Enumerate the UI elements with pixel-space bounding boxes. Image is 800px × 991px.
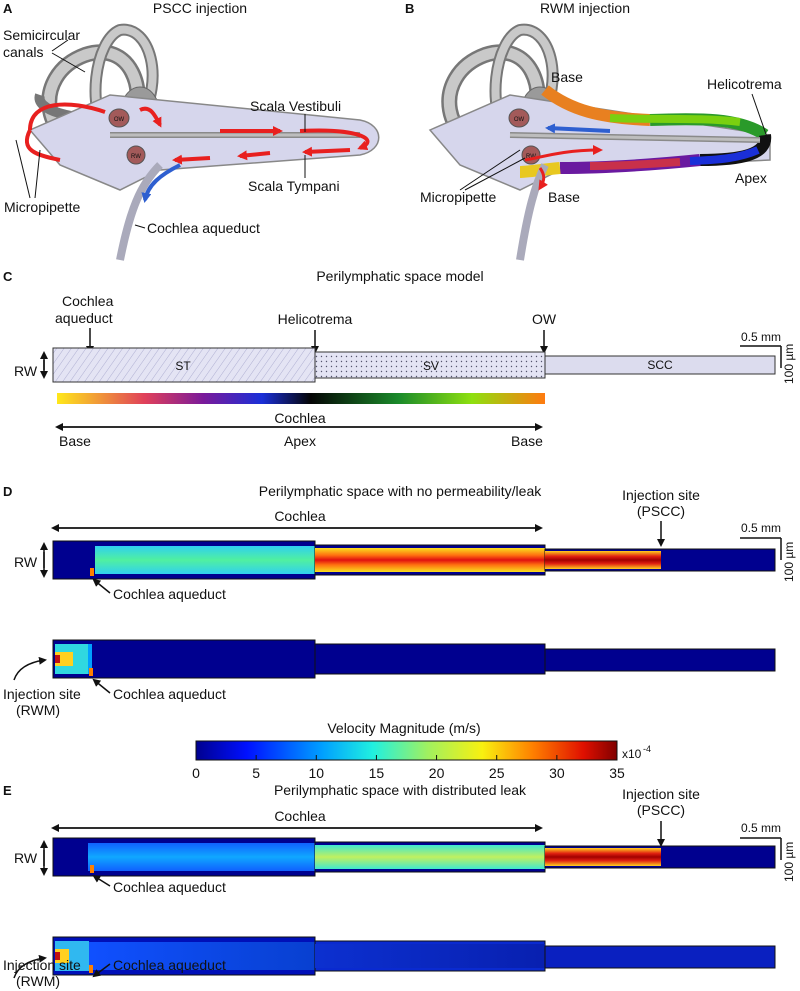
ow-label-a: OW xyxy=(114,117,125,123)
colorbar-title: Velocity Magnitude (m/s) xyxy=(327,720,480,736)
colorbar-tick-label: 35 xyxy=(609,765,625,781)
panel-d: D Perilymphatic space with no permeabili… xyxy=(3,483,796,718)
rw-label-c: RW xyxy=(14,363,38,379)
rw-label-b: RW xyxy=(526,154,536,160)
st-compartment xyxy=(52,347,316,383)
cochlea-aqueduct-label-e-top: Cochlea aqueduct xyxy=(113,879,226,895)
colorbar-tick-label: 30 xyxy=(549,765,565,781)
cochlea-aqueduct-label-d-top: Cochlea aqueduct xyxy=(113,586,226,602)
scala-vestibuli-label: Scala Vestibuli xyxy=(250,98,341,114)
micropipette-label-a: Micropipette xyxy=(4,199,80,215)
panel-e-title: Perilymphatic space with distributed lea… xyxy=(274,782,527,798)
helicotrema-label-b: Helicotrema xyxy=(707,76,782,92)
cochlea-colored-duct xyxy=(519,85,772,178)
injection-rwm-label-d-1: Injection site xyxy=(3,686,81,702)
injection-pscc-label-d-1: Injection site xyxy=(622,487,700,503)
cochlea-aqueduct-label-c-1: Cochlea xyxy=(62,293,114,309)
ow-label-c: OW xyxy=(532,311,557,327)
cochlea-aqueduct-label-c-2: aqueduct xyxy=(55,310,113,326)
scale-mm-label-e: 0.5 mm xyxy=(741,821,781,835)
injection-rwm-label-d-2: (RWM) xyxy=(16,702,60,718)
inner-ear-illustration-b: OW RW xyxy=(428,23,772,261)
velocity-field-d-rwm xyxy=(52,639,776,679)
injection-pscc-label-e-2: (PSCC) xyxy=(637,802,685,818)
micropipette-label-b: Micropipette xyxy=(420,189,496,205)
panel-b-letter: B xyxy=(405,1,414,16)
semicircular-label-2: canals xyxy=(3,44,43,60)
helicotrema-label-c: Helicotrema xyxy=(278,311,353,327)
injection-rwm-label-e-1: Injection site xyxy=(3,957,81,973)
base-label-b-top: Base xyxy=(551,69,583,85)
rw-label-a: RW xyxy=(131,154,141,160)
scale-um-label-e: 100 µm xyxy=(782,842,796,882)
panel-a-letter: A xyxy=(3,1,13,16)
panel-c: C Perilymphatic space model Cochlea aque… xyxy=(3,268,796,449)
cochlea-label-d: Cochlea xyxy=(274,508,326,524)
apex-label-b: Apex xyxy=(735,170,767,186)
base-right-label: Base xyxy=(511,433,543,449)
panel-d-letter: D xyxy=(3,484,12,499)
rw-label-e: RW xyxy=(14,850,38,866)
panel-c-letter: C xyxy=(3,269,13,284)
cochlea-color-bar xyxy=(57,393,545,404)
injection-pscc-label-d-2: (PSCC) xyxy=(637,503,685,519)
scale-um-label-c: 100 µm xyxy=(782,344,796,384)
scale-mm-label-c: 0.5 mm xyxy=(741,330,781,344)
colorbar-ticks: 0 5 10 15 20 25 30 35 xyxy=(192,755,625,781)
scc-label: SCC xyxy=(647,358,673,372)
base-label-b-bottom: Base xyxy=(548,189,580,205)
st-label: ST xyxy=(175,359,191,373)
cochlea-aqueduct-label-d-bottom: Cochlea aqueduct xyxy=(113,686,226,702)
panel-a-title: PSCC injection xyxy=(153,0,247,16)
velocity-field-d-pscc xyxy=(52,540,776,580)
colorbar-tick-label: 10 xyxy=(308,765,324,781)
ow-label-b: OW xyxy=(514,117,525,123)
panel-c-title: Perilymphatic space model xyxy=(316,268,483,284)
colorbar-tick-label: 25 xyxy=(489,765,505,781)
panel-a: A PSCC injection OW RW xyxy=(3,0,380,261)
colorbar-multiplier: x10 xyxy=(622,747,642,761)
cochlea-label-c: Cochlea xyxy=(274,410,326,426)
scala-tympani-label: Scala Tympani xyxy=(248,178,340,194)
scale-mm-label-d: 0.5 mm xyxy=(741,521,781,535)
rw-label-d: RW xyxy=(14,554,38,570)
panel-d-title: Perilymphatic space with no permeability… xyxy=(259,483,542,499)
inner-ear-illustration-a: OW RW xyxy=(24,23,380,261)
panel-b: B RWM injection xyxy=(405,0,782,261)
velocity-field-e-rwm xyxy=(52,936,776,976)
colorbar-tick-label: 5 xyxy=(252,765,260,781)
panel-e: E Perilymphatic space with distributed l… xyxy=(3,782,796,989)
cochlea-aqueduct-label-a: Cochlea aqueduct xyxy=(147,220,260,236)
apex-label-c: Apex xyxy=(284,433,316,449)
scc-compartment xyxy=(544,355,776,375)
sv-label: SV xyxy=(423,359,439,373)
colorbar-exponent: -4 xyxy=(643,744,651,754)
base-left-label: Base xyxy=(59,433,91,449)
colorbar-tick-label: 15 xyxy=(369,765,385,781)
injection-pscc-label-e-1: Injection site xyxy=(622,786,700,802)
injection-rwm-label-e-2: (RWM) xyxy=(16,973,60,989)
panel-b-title: RWM injection xyxy=(540,0,630,16)
scale-um-label-d: 100 µm xyxy=(782,542,796,582)
cochlea-label-e: Cochlea xyxy=(274,808,326,824)
cochlea-aqueduct-label-e-bottom: Cochlea aqueduct xyxy=(113,957,226,973)
colorbar-tick-label: 0 xyxy=(192,765,200,781)
colorbar-tick-label: 20 xyxy=(429,765,445,781)
panel-e-letter: E xyxy=(3,783,12,798)
semicircular-label-1: Semicircular xyxy=(3,27,80,43)
colorbar-gradient xyxy=(195,740,618,761)
velocity-field-e-pscc xyxy=(52,837,776,877)
